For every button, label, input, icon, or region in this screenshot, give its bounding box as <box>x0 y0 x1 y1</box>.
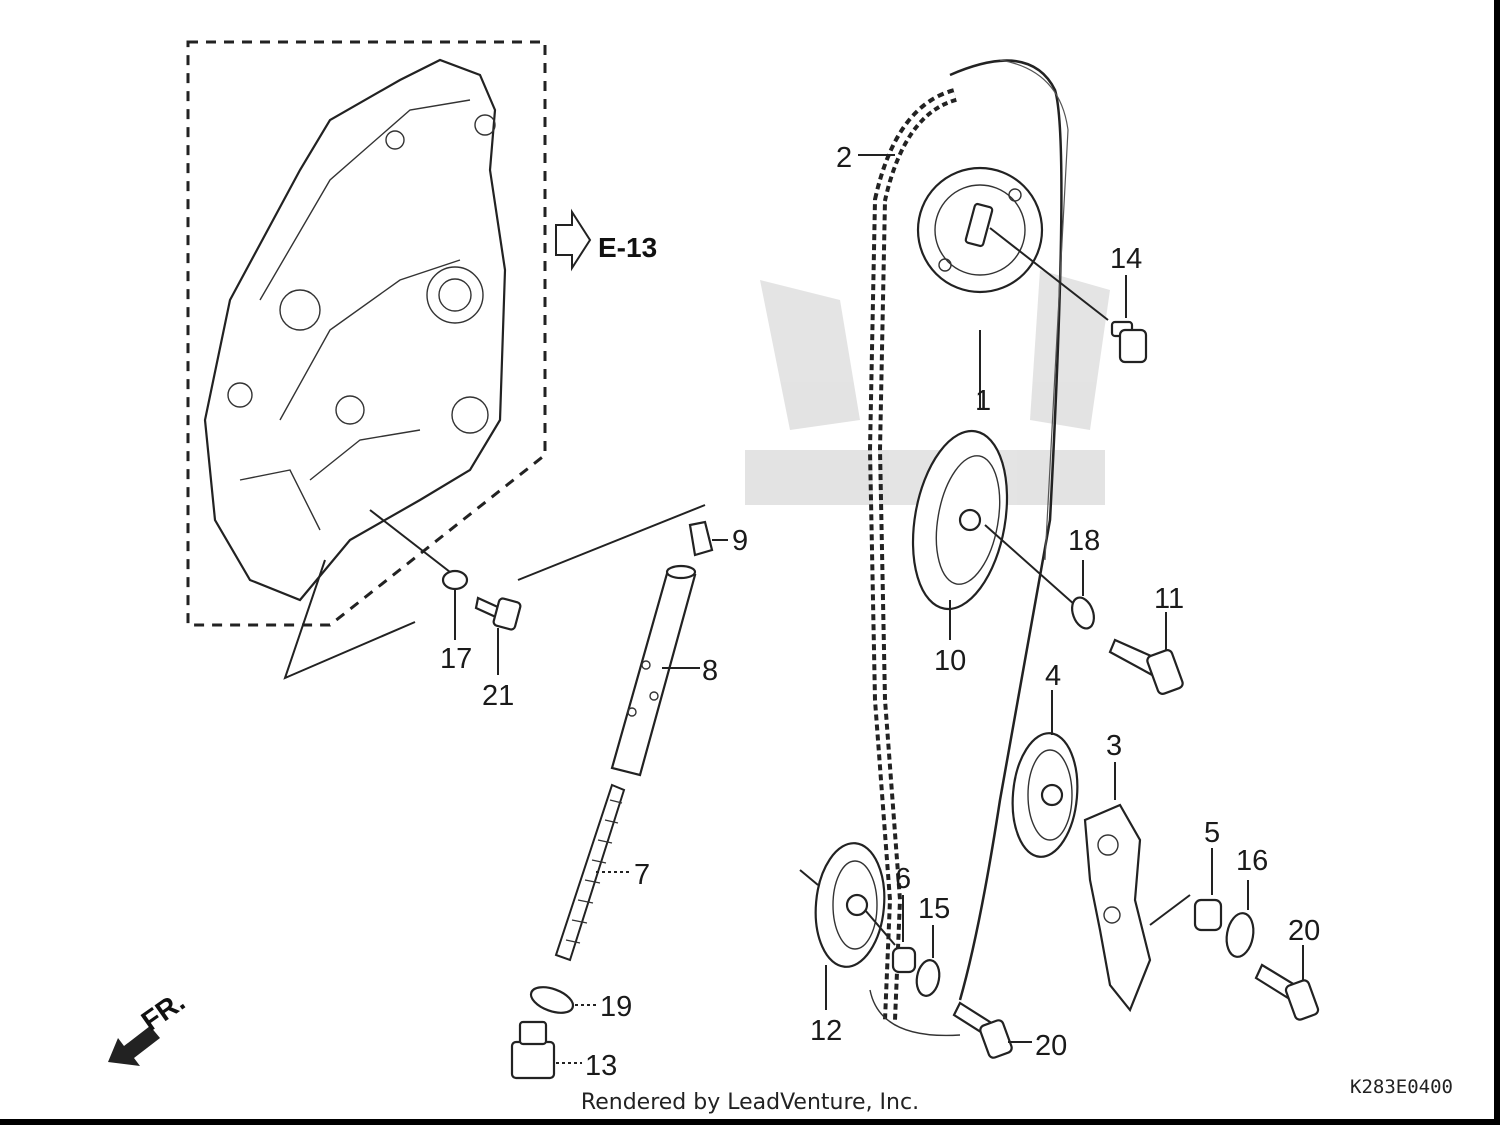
callout-18: 18 <box>1068 525 1100 557</box>
washer-18 <box>1071 596 1095 630</box>
callout-20-right: 20 <box>1288 915 1320 947</box>
crankcase-dashed-box <box>186 40 547 627</box>
roller-12 <box>814 842 886 968</box>
callout-10: 10 <box>934 645 966 677</box>
callout-16: 16 <box>1236 845 1268 877</box>
callout-2: 2 <box>836 142 852 174</box>
bolt-14 <box>1110 320 1148 364</box>
callout-7: 7 <box>634 859 650 891</box>
callout-14: 14 <box>1110 243 1142 275</box>
front-direction-label: FR. <box>136 986 191 1037</box>
bolt-20-right <box>1254 963 1320 1021</box>
bolt-11 <box>1108 638 1184 695</box>
washer-15 <box>915 959 941 997</box>
bolt-21 <box>474 596 522 631</box>
spring-7 <box>554 783 626 962</box>
callout-17: 17 <box>440 643 472 675</box>
guide-roller-10 <box>911 429 1009 611</box>
collar-6 <box>891 946 917 974</box>
callout-9: 9 <box>732 525 748 557</box>
callout-11: 11 <box>1154 583 1184 615</box>
callout-5: 5 <box>1204 817 1220 849</box>
roller-4 <box>1011 732 1079 858</box>
reference-arrow-icon <box>555 208 592 272</box>
washer-17 <box>441 569 469 591</box>
callout-6: 6 <box>895 863 911 895</box>
cam-chain-2 <box>867 88 958 1021</box>
callout-3: 3 <box>1106 730 1122 762</box>
bolt-20-left <box>952 1001 1013 1059</box>
front-direction-arrow-icon <box>108 1026 160 1066</box>
washer-16 <box>1225 912 1255 958</box>
callout-15: 15 <box>918 893 950 925</box>
plug-13 <box>510 1020 556 1080</box>
drawing-code: K283E0400 <box>1350 1076 1453 1098</box>
pivot-9 <box>688 520 714 557</box>
crankcase-drawing <box>203 58 507 602</box>
callout-20-left: 20 <box>1035 1030 1067 1062</box>
callout-13: 13 <box>585 1050 617 1082</box>
callout-19: 19 <box>600 991 632 1023</box>
callout-21: 21 <box>482 680 514 712</box>
tensioner-arm-3 <box>1083 803 1152 1013</box>
callout-1: 1 <box>975 385 991 417</box>
reference-label: E-13 <box>598 232 657 263</box>
callout-8: 8 <box>702 655 718 687</box>
callout-4: 4 <box>1045 660 1061 692</box>
callout-12: 12 <box>810 1015 842 1047</box>
cam-sprocket-1 <box>916 166 1044 294</box>
footer-credit: Rendered by LeadVenture, Inc. <box>580 1090 920 1115</box>
washer-19 <box>529 986 575 1014</box>
tensioner-rod-8 <box>610 564 697 777</box>
collar-5 <box>1193 898 1223 932</box>
